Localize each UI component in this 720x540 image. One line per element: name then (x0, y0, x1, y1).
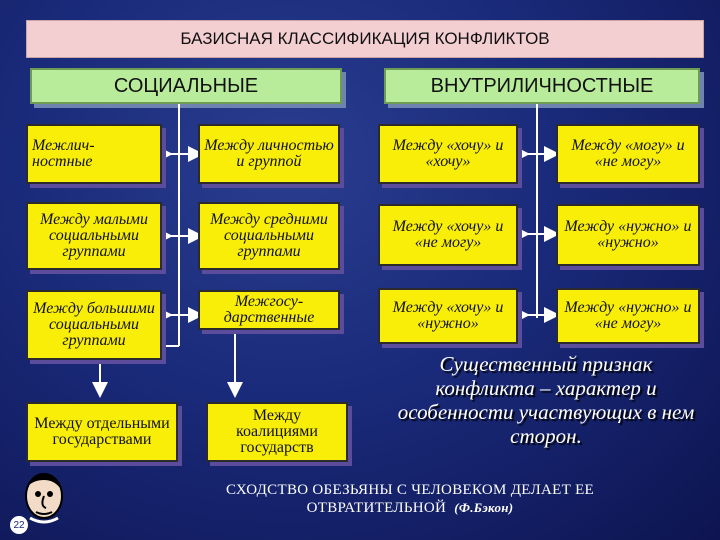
cell-person-group: Между личностью и группой (198, 124, 340, 184)
cell-separate-states: Между отдельными государствами (26, 402, 178, 462)
cell-need-need: Между «нужно» и «нужно» (556, 204, 700, 266)
key-feature-note: Существенный признак конфликта – характе… (397, 352, 695, 448)
header-social: СОЦИАЛЬНЫЕ (30, 68, 342, 104)
cell-medium-groups: Между средними социальными группами (198, 202, 340, 270)
cell-want-want: Между «хочу» и «хочу» (378, 124, 518, 184)
header-intrapersonal: ВНУТРИЛИЧНОСТНЫЕ (384, 68, 700, 104)
cell-coalitions: Между коалициями государств (206, 402, 348, 462)
cell-large-groups: Между большими социальными группами (26, 290, 162, 360)
quote-line2: ОТВРАТИТЕЛЬНОЙ (306, 500, 447, 516)
portrait-icon (25, 473, 63, 524)
cell-want-need: Между «хочу» и «нужно» (378, 288, 518, 344)
quote-line1: СХОДСТВО ОБЕЗЬЯНЫ С ЧЕЛОВЕКОМ ДЕЛАЕТ ЕЕ (225, 482, 595, 498)
slide-number: 22 (10, 516, 28, 534)
quote-author: (Ф.Бэкон) (454, 500, 514, 515)
cell-small-groups: Между малыми социальными группами (26, 202, 162, 270)
cell-want-cannot: Между «хочу» и «не могу» (378, 204, 518, 266)
cell-interstate: Межгосу- дарственные (198, 290, 340, 330)
slide-title: БАЗИСНАЯ КЛАССИФИКАЦИЯ КОНФЛИКТОВ (26, 20, 704, 58)
cell-need-cannot: Между «нужно» и «не могу» (556, 288, 700, 344)
quote: СХОДСТВО ОБЕЗЬЯНЫ С ЧЕЛОВЕКОМ ДЕЛАЕТ ЕЕ … (130, 482, 690, 517)
cell-interpersonal: Межлич- ностные (26, 124, 162, 184)
cell-can-cannot: Между «могу» и «не могу» (556, 124, 700, 184)
